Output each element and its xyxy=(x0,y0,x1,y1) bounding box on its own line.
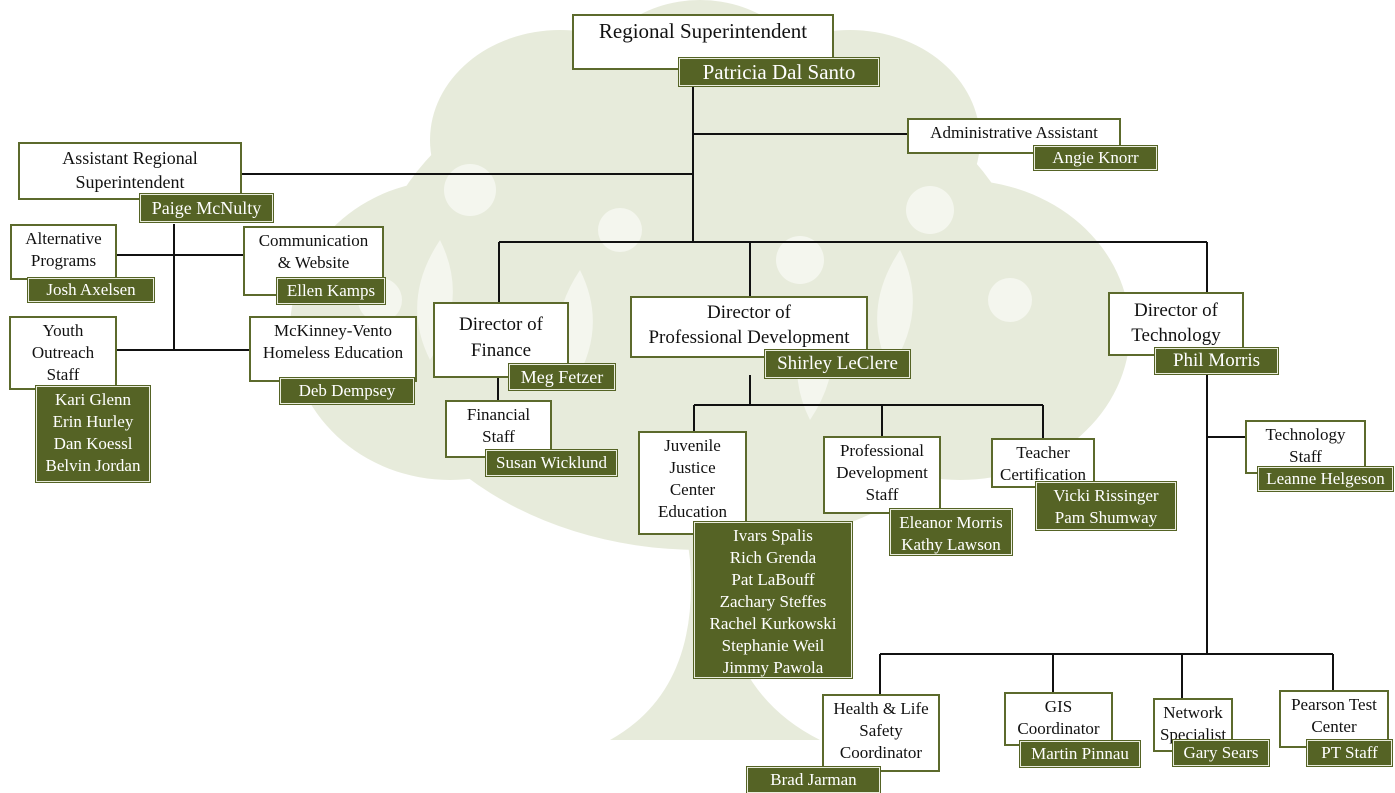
director-tech-name: Phil Morris xyxy=(1154,347,1279,375)
health-safety-title: Health & Life Safety Coordinator xyxy=(833,699,929,762)
teacher-cert-names: Vicki Rissinger Pam Shumway xyxy=(1035,481,1177,531)
director-pd-name: Shirley LeClere xyxy=(764,349,911,379)
pearson-name: PT Staff xyxy=(1306,739,1393,767)
youth-outreach-member: Dan Koessl xyxy=(53,434,133,453)
juvenile-justice-member: Pat LaBouff xyxy=(731,570,815,589)
juvenile-justice-member: Zachary Steffes xyxy=(719,592,827,611)
pd-staff-names: Eleanor Morris Kathy Lawson xyxy=(889,508,1013,556)
youth-outreach-box: Youth Outreach Staff xyxy=(9,316,117,390)
communication-title: Communication & Website xyxy=(258,231,369,272)
director-tech-title: Director of Technology xyxy=(1131,300,1221,346)
pd-staff-title: Professional Development Staff xyxy=(836,441,928,504)
youth-outreach-title: Youth Outreach Staff xyxy=(31,321,95,384)
director-tech-box: Director of Technology xyxy=(1108,292,1244,356)
administrative-assistant-title: Administrative Assistant xyxy=(930,123,1098,142)
tech-staff-box: Technology Staff xyxy=(1245,420,1366,474)
financial-staff-title: Financial Staff xyxy=(466,405,531,446)
juvenile-justice-member: Rich Grenda xyxy=(729,548,817,567)
regional-superintendent-name: Patricia Dal Santo xyxy=(678,57,880,87)
director-pd-title: Director of Professional Development xyxy=(648,302,850,348)
health-safety-box: Health & Life Safety Coordinator xyxy=(822,694,940,772)
director-pd-box: Director of Professional Development xyxy=(630,296,868,358)
tech-staff-title: Technology Staff xyxy=(1265,425,1346,466)
gis-title: GIS Coordinator xyxy=(1017,697,1100,738)
teacher-cert-title: Teacher Certification xyxy=(1000,443,1086,484)
director-finance-title: Director of Finance xyxy=(459,314,543,361)
assistant-superintendent-title: Assistant Regional Superintendent xyxy=(62,148,198,192)
health-safety-name: Brad Jarman xyxy=(746,766,881,793)
juvenile-justice-box: Juvenile Justice Center Education xyxy=(638,431,747,535)
juvenile-justice-names: Ivars Spalis Rich Grenda Pat LaBouff Zac… xyxy=(693,521,853,679)
alternative-programs-title: Alternative Programs xyxy=(25,229,102,270)
pd-staff-member: Kathy Lawson xyxy=(901,535,1001,554)
pearson-box: Pearson Test Center xyxy=(1279,690,1389,748)
alternative-programs-name: Josh Axelsen xyxy=(27,277,155,303)
gis-box: GIS Coordinator xyxy=(1004,692,1113,746)
youth-outreach-member: Erin Hurley xyxy=(52,412,134,431)
mckinney-vento-box: McKinney-Vento Homeless Education xyxy=(249,316,417,382)
director-finance-box: Director of Finance xyxy=(433,302,569,378)
director-finance-name: Meg Fetzer xyxy=(508,363,616,391)
regional-superintendent-title: Regional Superintendent xyxy=(598,19,808,43)
youth-outreach-member: Belvin Jordan xyxy=(45,456,141,475)
assistant-superintendent-name: Paige McNulty xyxy=(139,193,274,223)
alternative-programs-box: Alternative Programs xyxy=(10,224,117,280)
financial-staff-name: Susan Wicklund xyxy=(485,449,618,477)
pd-staff-member: Eleanor Morris xyxy=(899,513,1003,532)
juvenile-justice-member: Stephanie Weil xyxy=(721,636,825,655)
juvenile-justice-title: Juvenile Justice Center Education xyxy=(658,436,727,521)
administrative-assistant-name: Angie Knorr xyxy=(1033,145,1158,171)
network-name: Gary Sears xyxy=(1172,739,1270,767)
juvenile-justice-member: Ivars Spalis xyxy=(733,526,813,545)
juvenile-justice-member: Rachel Kurkowski xyxy=(709,614,837,633)
mckinney-vento-name: Deb Dempsey xyxy=(279,377,415,405)
tech-staff-name: Leanne Helgeson xyxy=(1257,466,1394,492)
youth-outreach-member: Kari Glenn xyxy=(54,390,131,409)
assistant-superintendent-box: Assistant Regional Superintendent xyxy=(18,142,242,200)
network-title: Network Specialist xyxy=(1159,703,1227,744)
pearson-title: Pearson Test Center xyxy=(1291,695,1377,736)
youth-outreach-names: Kari Glenn Erin Hurley Dan Koessl Belvin… xyxy=(35,385,151,483)
teacher-cert-member: Pam Shumway xyxy=(1054,508,1158,527)
juvenile-justice-member: Jimmy Pawola xyxy=(722,658,824,677)
mckinney-vento-title: McKinney-Vento Homeless Education xyxy=(262,321,404,362)
teacher-cert-member: Vicki Rissinger xyxy=(1053,486,1159,505)
pd-staff-box: Professional Development Staff xyxy=(823,436,941,514)
teacher-cert-box: Teacher Certification xyxy=(991,438,1095,488)
gis-name: Martin Pinnau xyxy=(1019,740,1141,768)
communication-name: Ellen Kamps xyxy=(276,277,386,305)
